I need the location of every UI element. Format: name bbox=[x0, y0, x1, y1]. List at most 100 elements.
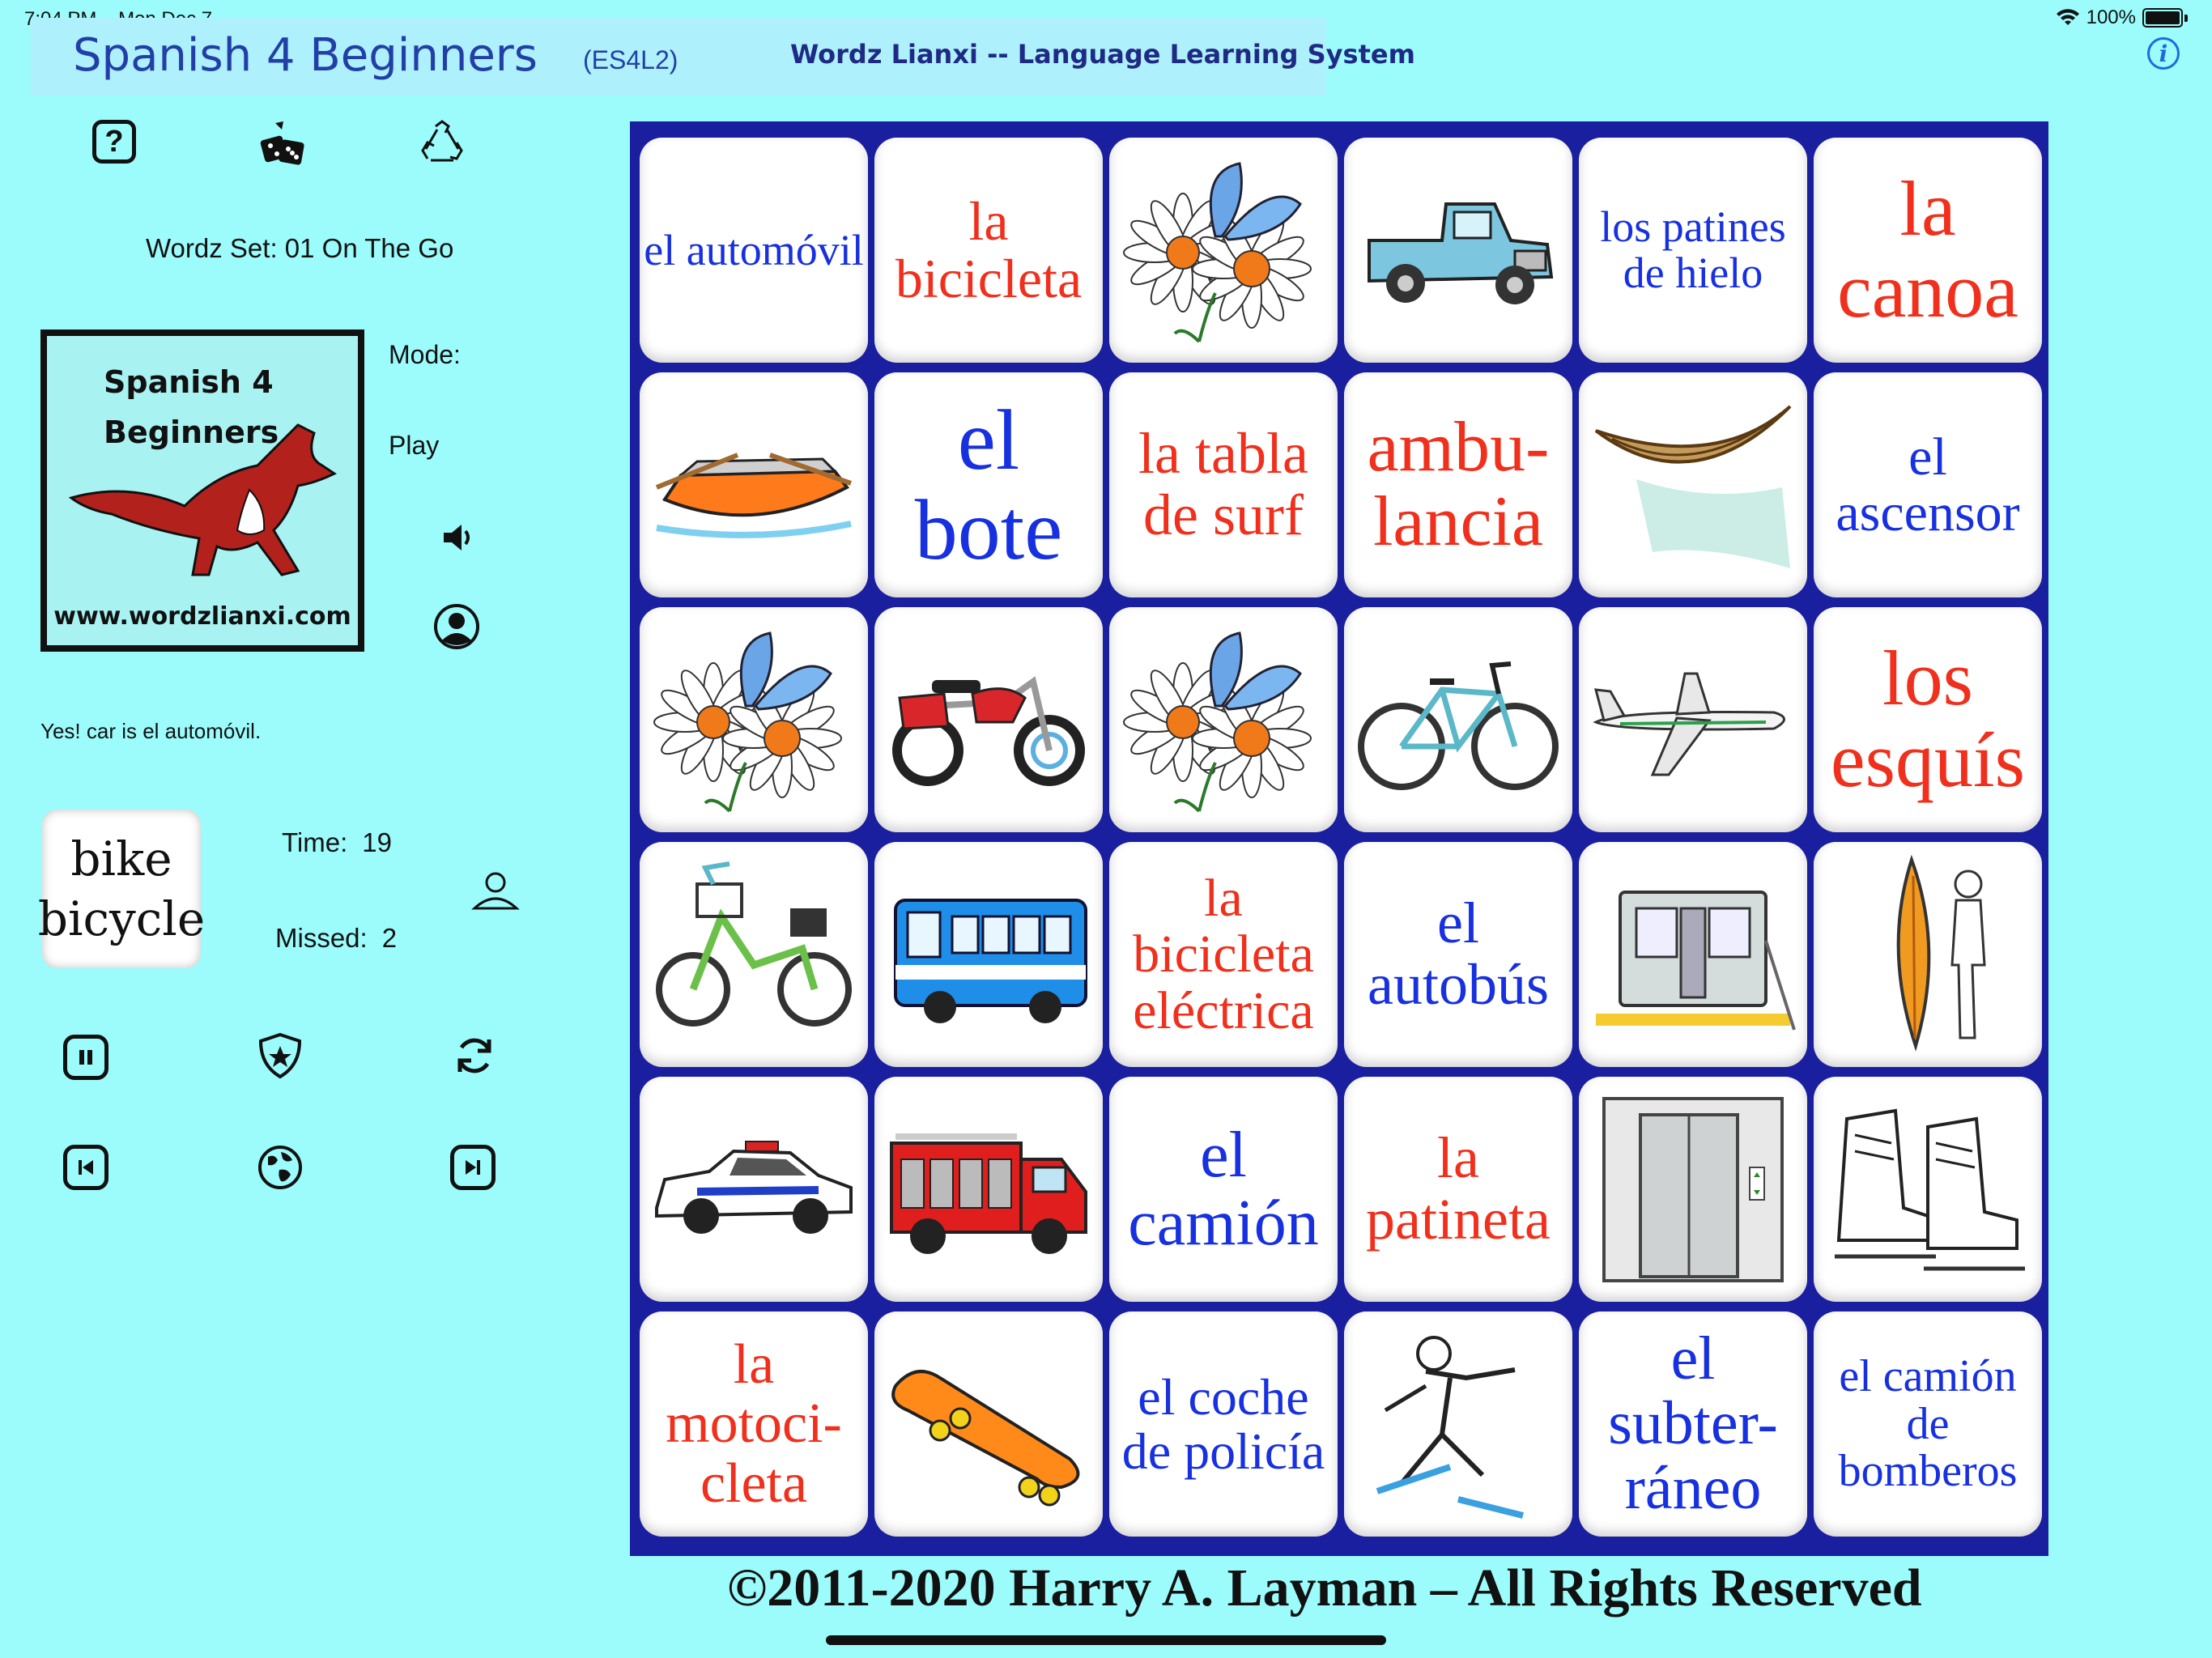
word-tile[interactable]: el camión bbox=[1109, 1077, 1338, 1302]
elevator-icon bbox=[1588, 1086, 1798, 1293]
flower-butterfly-icon bbox=[1118, 617, 1329, 823]
pickup-truck-icon bbox=[1353, 147, 1563, 354]
battery-icon bbox=[2142, 8, 2183, 28]
picture-tile[interactable] bbox=[1579, 607, 1807, 832]
subway-train-icon bbox=[1588, 852, 1798, 1058]
flower-butterfly-icon bbox=[649, 617, 859, 823]
word-tile-text: el coche de policía bbox=[1121, 1367, 1325, 1480]
picture-tile[interactable] bbox=[640, 372, 868, 597]
picture-tile[interactable] bbox=[1579, 1077, 1807, 1302]
shield-star-icon[interactable] bbox=[256, 1031, 304, 1080]
word-tile[interactable]: ambu- lancia bbox=[1344, 372, 1572, 597]
skateboard-icon bbox=[883, 1321, 1094, 1528]
word-tile[interactable]: la bicicleta bbox=[874, 138, 1103, 363]
picture-tile[interactable] bbox=[1579, 842, 1807, 1067]
word-tile-text: el subter- ráneo bbox=[1608, 1324, 1778, 1522]
player-outline-icon[interactable] bbox=[471, 866, 520, 915]
current-prompt-card: bike bicycle bbox=[38, 810, 205, 968]
electric-bike-icon bbox=[649, 852, 859, 1058]
word-tile-text: el autobús bbox=[1368, 891, 1549, 1017]
word-tile-text: el camión de bomberos bbox=[1838, 1350, 2018, 1497]
picture-tile[interactable] bbox=[640, 1077, 868, 1302]
ice-skates-icon bbox=[1823, 1086, 2033, 1293]
info-icon[interactable]: i bbox=[2147, 37, 2180, 70]
home-indicator[interactable] bbox=[826, 1635, 1386, 1645]
timer: Time:19 bbox=[282, 827, 392, 858]
word-tile[interactable]: la patineta bbox=[1344, 1077, 1572, 1302]
picture-tile[interactable] bbox=[1814, 1077, 2042, 1302]
word-tile-text: la tabla de surf bbox=[1138, 421, 1308, 547]
surfboard-icon bbox=[1823, 852, 2033, 1058]
picture-tile[interactable] bbox=[1814, 842, 2042, 1067]
word-tile-text: el automóvil bbox=[644, 225, 864, 274]
picture-tile[interactable] bbox=[1109, 607, 1338, 832]
picture-tile[interactable] bbox=[1579, 372, 1807, 597]
picture-tile[interactable] bbox=[874, 1077, 1103, 1302]
word-tile[interactable]: el autobús bbox=[1344, 842, 1572, 1067]
flower-butterfly-icon bbox=[1118, 147, 1329, 354]
dice-icon[interactable] bbox=[259, 118, 308, 167]
word-tile-text: la patineta bbox=[1366, 1125, 1551, 1252]
recycle-icon[interactable] bbox=[418, 118, 466, 167]
prompt-line-1: bike bbox=[70, 831, 172, 886]
bicycle-icon bbox=[1353, 617, 1563, 823]
word-tile-text: la bicicleta bbox=[895, 189, 1083, 309]
game-board: el automóvil la bicicleta los patines de … bbox=[630, 121, 2048, 1556]
word-tile-text: el bote bbox=[914, 392, 1063, 577]
speaker-icon[interactable] bbox=[434, 513, 483, 562]
word-tile[interactable]: los esquís bbox=[1814, 607, 2042, 832]
user-profile-icon[interactable] bbox=[432, 602, 481, 651]
picture-tile[interactable] bbox=[1344, 607, 1572, 832]
app-code: (ES4L2) bbox=[583, 45, 678, 74]
status-bar-right: 100% bbox=[2056, 6, 2188, 29]
word-tile[interactable]: la canoa bbox=[1814, 138, 2042, 363]
logo-title: Spanish 4 Beginners bbox=[104, 364, 279, 450]
word-tile-text: el ascensor bbox=[1836, 427, 2020, 542]
wifi-icon bbox=[2056, 9, 2079, 25]
word-tile[interactable]: el subter- ráneo bbox=[1579, 1312, 1807, 1537]
word-tile[interactable]: la bicicleta eléctrica bbox=[1109, 842, 1338, 1067]
word-tile-text: el camión bbox=[1128, 1120, 1319, 1259]
app-title: Spanish 4 Beginners bbox=[73, 29, 538, 82]
prompt-line-2: bicycle bbox=[37, 891, 206, 946]
word-tile[interactable]: el coche de policía bbox=[1109, 1312, 1338, 1537]
rowboat-icon bbox=[649, 382, 859, 589]
pause-button[interactable] bbox=[63, 1035, 108, 1080]
word-tile-text: los patines de hielo bbox=[1600, 202, 1786, 297]
word-tile[interactable]: la tabla de surf bbox=[1109, 372, 1338, 597]
next-button[interactable] bbox=[450, 1145, 496, 1190]
airplane-icon bbox=[1588, 617, 1798, 823]
word-tile-text: ambu- lancia bbox=[1367, 407, 1550, 561]
picture-tile[interactable] bbox=[874, 842, 1103, 1067]
picture-tile[interactable] bbox=[874, 607, 1103, 832]
kangaroo-logo-icon bbox=[68, 423, 338, 576]
police-car-icon bbox=[649, 1086, 859, 1293]
picture-tile[interactable] bbox=[874, 1312, 1103, 1537]
globe-icon[interactable] bbox=[256, 1143, 304, 1192]
word-tile-text: los esquís bbox=[1831, 635, 2025, 803]
picture-tile[interactable] bbox=[640, 842, 868, 1067]
feedback-message: Yes! car is el automóvil. bbox=[40, 719, 262, 743]
word-tile[interactable]: el camión de bomberos bbox=[1814, 1312, 2042, 1537]
picture-tile[interactable] bbox=[1344, 1312, 1572, 1537]
mode-value[interactable]: Play bbox=[389, 431, 440, 460]
word-tile[interactable]: el bote bbox=[874, 372, 1103, 597]
picture-tile[interactable] bbox=[1109, 138, 1338, 363]
word-tile[interactable]: la motoci- cleta bbox=[640, 1312, 868, 1537]
missed-counter: Missed:2 bbox=[275, 923, 397, 954]
skier-icon bbox=[1353, 1321, 1563, 1528]
wordz-set-label: Wordz Set: 01 On The Go bbox=[146, 233, 454, 263]
word-tile[interactable]: los patines de hielo bbox=[1579, 138, 1807, 363]
word-tile[interactable]: el automóvil bbox=[640, 138, 868, 363]
picture-tile[interactable] bbox=[640, 607, 868, 832]
refresh-icon[interactable] bbox=[450, 1031, 499, 1080]
bus-icon bbox=[883, 852, 1094, 1058]
word-tile[interactable]: el ascensor bbox=[1814, 372, 2042, 597]
app-system-name: Wordz Lianxi -- Language Learning System bbox=[790, 39, 1415, 70]
word-tile-text: la bicicleta eléctrica bbox=[1133, 869, 1314, 1040]
time-value: 19 bbox=[362, 827, 392, 857]
battery-percent: 100% bbox=[2086, 6, 2136, 28]
picture-tile[interactable] bbox=[1344, 138, 1572, 363]
previous-button[interactable] bbox=[63, 1145, 108, 1190]
help-icon[interactable]: ? bbox=[92, 120, 136, 164]
